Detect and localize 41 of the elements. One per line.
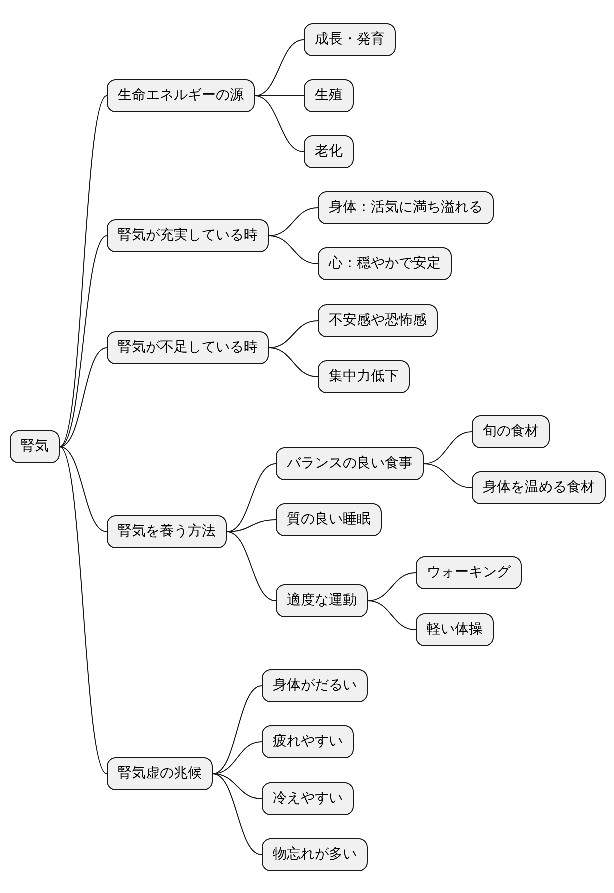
topic-box: 成長・発育 — [304, 24, 396, 56]
topic-box: 老化 — [304, 136, 354, 168]
topic-box: 軽い体操 — [416, 614, 494, 646]
connector-line — [60, 236, 108, 448]
topic-box: 旬の食材 — [472, 416, 550, 448]
connector-line — [268, 348, 318, 378]
topic-box: ウォーキング — [416, 556, 522, 590]
connector-line — [60, 348, 108, 448]
connector-line — [268, 236, 318, 264]
topic-box: 適度な運動 — [276, 584, 368, 618]
topic-box: 生命エネルギーの源 — [107, 80, 255, 112]
topic-box: 集中力低下 — [318, 360, 410, 394]
topic-box: 質の良い睡眠 — [276, 504, 382, 536]
topic-box: 心：穏やかで安定 — [318, 248, 452, 280]
connector-line — [60, 96, 108, 448]
connector-line — [226, 532, 276, 602]
connector-line — [254, 40, 304, 96]
connector-line — [226, 464, 276, 532]
topic-box: 生殖 — [304, 80, 354, 112]
connector-line — [212, 686, 262, 774]
topic-box: 身体がだるい — [262, 670, 368, 702]
topic-box: 疲れやすい — [262, 726, 354, 758]
connector-line — [212, 774, 262, 800]
topic-box: 腎気が充実している時 — [107, 220, 269, 252]
topic-box: 腎気虚の兆候 — [107, 758, 213, 790]
topic-box: 腎気が不足している時 — [107, 332, 269, 364]
connector-line — [226, 520, 276, 532]
connector-line — [254, 96, 304, 152]
connector-line — [60, 446, 108, 774]
topic-box: 腎気を養う方法 — [107, 516, 227, 548]
topic-box: 冷えやすい — [262, 782, 354, 816]
topic-box: 身体を温める食材 — [472, 472, 606, 504]
topic-box: 身体：活気に満ち溢れる — [318, 192, 494, 224]
connector-line — [424, 464, 472, 488]
connector-line — [212, 774, 262, 856]
topic-box: バランスの良い食事 — [276, 448, 424, 480]
topic-box: 腎気 — [10, 430, 60, 464]
topic-box: 物忘れが多い — [262, 838, 368, 872]
topic-box: 不安感や恐怖感 — [318, 304, 438, 338]
connector-line — [60, 446, 108, 532]
connector-line — [368, 600, 416, 630]
